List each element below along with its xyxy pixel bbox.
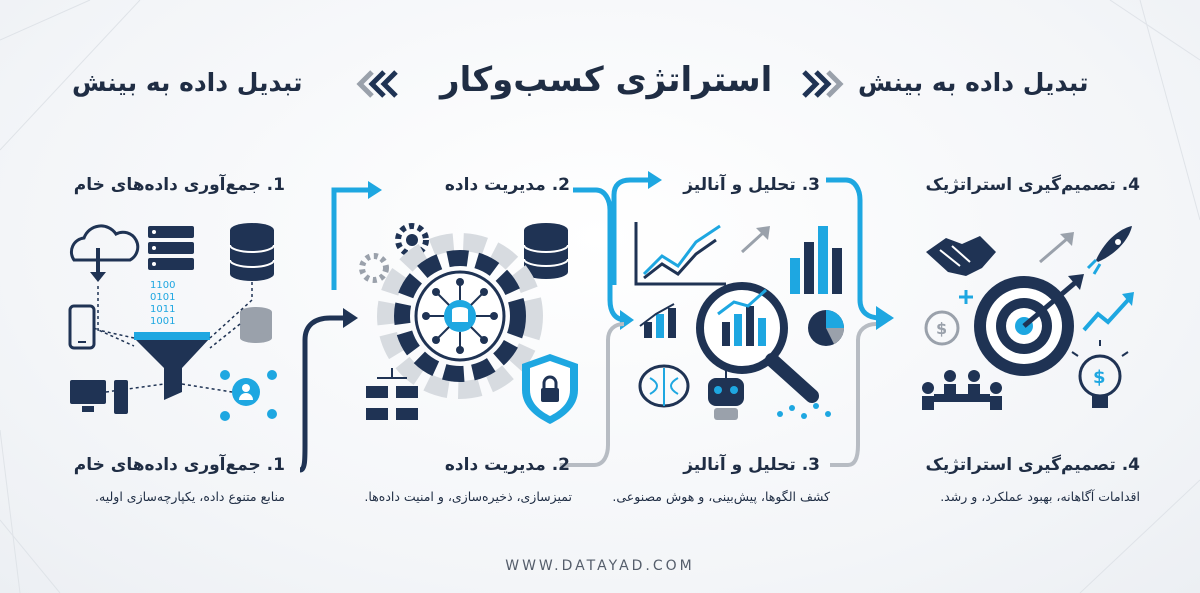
step-4-title: 4. تصمیم‌گیری استراتژیک — [925, 175, 1140, 195]
meeting-icon — [922, 370, 1002, 410]
bar-chart-icon — [790, 226, 842, 294]
pie-chart-icon — [808, 310, 844, 346]
header: تبدیل داده به بینش استراتژی کسب‌وکار تبد… — [0, 58, 1200, 118]
step-3-illustration — [634, 222, 844, 420]
small-bar-chart-icon — [639, 303, 676, 338]
server-rack-icon — [148, 226, 194, 270]
data-dots — [777, 403, 831, 419]
security-shield-icon — [522, 354, 578, 424]
database-icon — [523, 223, 569, 279]
connector-lines — [93, 282, 253, 393]
trend-arrow-icon — [740, 226, 770, 254]
target-icon — [974, 274, 1084, 376]
gear-small-icon — [359, 253, 389, 283]
magnifier-analysis-icon — [696, 282, 819, 403]
plus-icon — [959, 290, 973, 304]
dollar-coin-icon: $ — [924, 310, 960, 346]
step-3-bottom-title: 3. تحلیل و آنالیز — [683, 455, 820, 475]
step-4-desc: اقدامات آگاهانه، بهبود عملکرد، و رشد. — [940, 489, 1140, 504]
header-left-text: تبدیل داده به بینش — [72, 68, 303, 97]
step-1-desc: منابع متنوع داده، یکپارچه‌سازی اولیه. — [95, 489, 285, 504]
funnel-icon — [134, 332, 210, 400]
header-right-text: تبدیل داده به بینش — [858, 68, 1089, 97]
database-icon — [229, 223, 275, 281]
svg-text:$: $ — [936, 319, 947, 338]
step-4-bottom-title: 4. تصمیم‌گیری استراتژیک — [925, 455, 1140, 475]
binary-text: 1001 — [150, 316, 175, 327]
step-2-title: 2. مدیریت داده — [444, 175, 570, 195]
double-chevron-right-icon — [802, 70, 844, 98]
line-chart-icon — [634, 222, 726, 286]
step-2-desc: تمیزسازی، ذخیره‌سازی، و امنیت داده‌ها. — [364, 489, 572, 504]
rocket-icon — [1086, 226, 1132, 275]
step-1-bottom-title: 1. جمع‌آوری داده‌های خام — [73, 455, 285, 475]
cloud-download-icon — [69, 224, 140, 282]
idea-bulb-icon: $ — [1071, 340, 1129, 408]
brain-ai-icon — [638, 364, 690, 408]
step-1-illustration: 1100 0101 1011 1001 — [68, 223, 277, 421]
header-center-title: استراتژی کسب‌وکار — [440, 60, 773, 100]
step-4-illustration: $ $ — [922, 226, 1134, 410]
step-2-bottom-title: 2. مدیریت داده — [444, 455, 570, 475]
robot-icon — [708, 365, 744, 420]
step-1-title: 1. جمع‌آوری داده‌های خام — [73, 175, 285, 195]
growth-arrow-icon — [1039, 232, 1074, 264]
hierarchy-icon — [366, 368, 418, 420]
network-user-icon — [220, 370, 277, 421]
computer-icon — [70, 380, 128, 414]
binary-stream: 1100 0101 1011 1001 — [150, 280, 175, 327]
step-3-desc: کشف الگوها، پیش‌بینی، و هوش مصنوعی. — [612, 489, 830, 504]
hard-drive-icon — [240, 307, 272, 343]
handshake-icon — [926, 236, 996, 276]
binary-text: 0101 — [150, 292, 175, 303]
binary-text: 1011 — [150, 304, 175, 315]
binary-text: 1100 — [150, 280, 175, 291]
svg-text:$: $ — [1093, 367, 1106, 388]
double-chevron-left-icon — [356, 70, 398, 98]
footer-website[interactable]: WWW.DATAYAD.COM — [505, 558, 695, 574]
zigzag-growth-icon — [1082, 292, 1134, 332]
step-3-title: 3. تحلیل و آنالیز — [683, 175, 820, 195]
step-2-illustration — [359, 223, 578, 424]
phone-icon — [68, 304, 96, 350]
data-hub-icon — [422, 278, 498, 354]
